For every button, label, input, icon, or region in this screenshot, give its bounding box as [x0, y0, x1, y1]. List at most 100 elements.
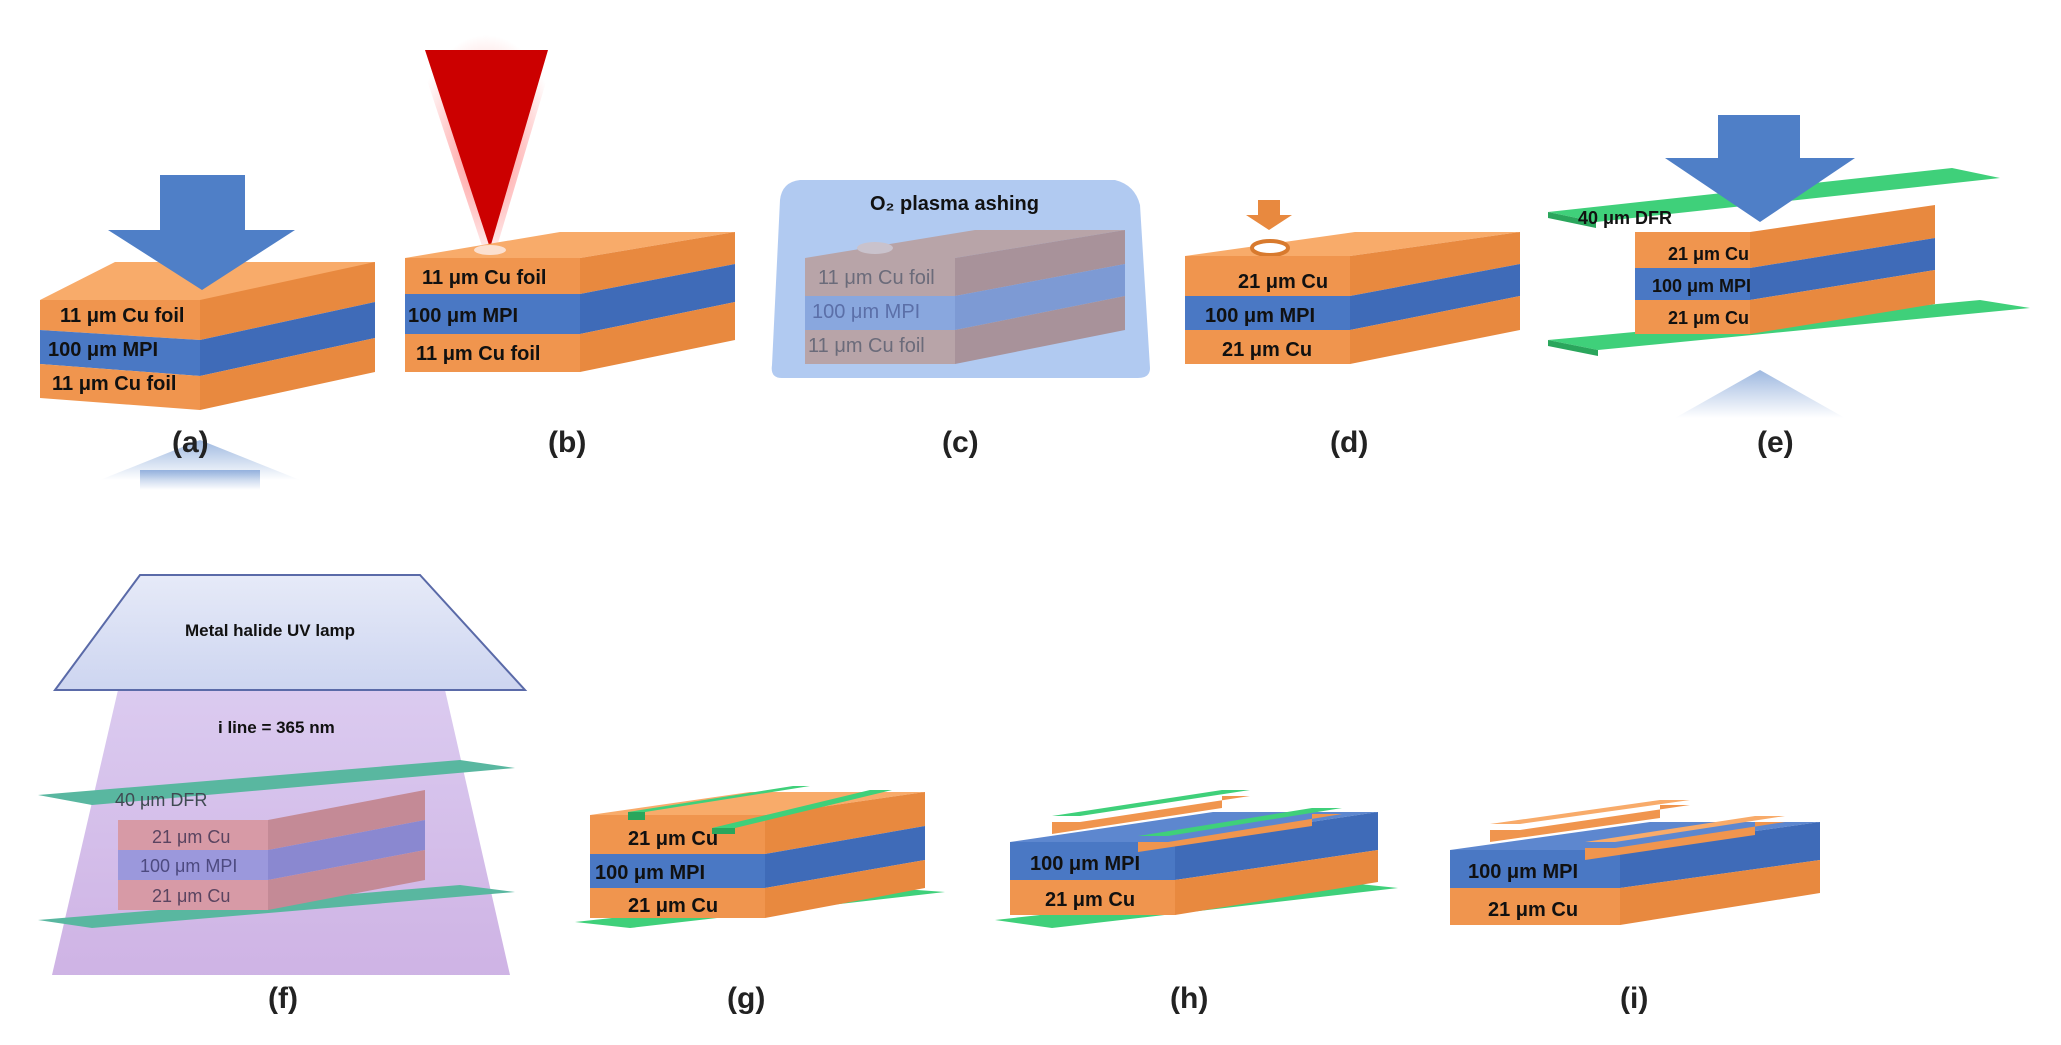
panel-f: Metal halide UV lamp i line = 365 nm 40 … [38, 574, 528, 1015]
cu-line-left [1490, 805, 1690, 842]
stack-right-mpi [200, 302, 375, 376]
plating-arrow [1246, 200, 1292, 230]
layer-top-cu [40, 300, 200, 340]
caption-i: (i) [1620, 982, 1648, 1015]
stack-right-mpi [1750, 238, 1935, 300]
label-mpi: 100 μm MPI [408, 305, 518, 327]
label-bottom-cu: 11 μm Cu foil [416, 343, 540, 365]
dfr-bottom-edge [1548, 340, 1598, 356]
dfr-cap-right [1138, 808, 1342, 836]
chamber-title: O₂ plasma ashing [870, 193, 1039, 215]
layer-top-cu [118, 820, 268, 850]
label-bottom-cu: 21 μm Cu [152, 886, 230, 906]
caption-d: (d) [1330, 426, 1368, 459]
caption-e: (e) [1757, 426, 1794, 459]
wavelength-label: i line = 365 nm [218, 718, 335, 737]
label-bottom-cu: 11 μm Cu foil [808, 335, 925, 357]
layer-bottom-cu [805, 330, 955, 364]
stack-right-mpi [955, 264, 1125, 330]
press-arrow [108, 175, 295, 290]
label-bottom-cu: 21 μm Cu [1222, 339, 1312, 361]
label-top-cu: 11 μm Cu foil [818, 267, 935, 289]
cu-line-right-top [1585, 816, 1785, 842]
laser-beam [425, 50, 548, 248]
lamp-label: Metal halide UV lamp [185, 621, 355, 640]
stack-right-cu1 [1350, 232, 1520, 296]
layer-bottom-cu [1450, 888, 1620, 925]
stack-right-mpi [765, 826, 925, 888]
laser-hole [474, 245, 506, 255]
label-top-cu: 21 μm Cu [1238, 271, 1328, 293]
cu-line-left [1052, 796, 1250, 834]
label-bottom-cu: 21 μm Cu [628, 895, 718, 917]
label-dfr: 40 μm DFR [115, 790, 207, 810]
dfr-top [38, 760, 515, 805]
bottom-arrow-fade [1675, 370, 1845, 418]
bottom-arrow-fade-shaft [140, 470, 260, 490]
dfr-stripe-left-edge [628, 812, 645, 820]
label-top-cu: 21 μm Cu [152, 827, 230, 847]
layer-bottom-cu [405, 334, 580, 372]
dfr-stripe-left [628, 786, 810, 812]
plated-via [1250, 239, 1290, 257]
stack-right-mpi [1175, 812, 1378, 880]
stack-right-cu [1175, 850, 1378, 915]
stack-right-mpi [268, 820, 425, 880]
label-bottom-cu: 21 μm Cu [1668, 308, 1749, 328]
stack-right-cu1 [268, 790, 425, 850]
stack-right-cu2 [1350, 296, 1520, 364]
stack-right-cu2 [955, 296, 1125, 364]
panel-i: 100 μm MPI 21 μm Cu (i) [1450, 800, 1820, 1015]
layer-mpi [118, 850, 268, 880]
via-hole [857, 242, 893, 254]
label-bottom-cu: 21 μm Cu [1045, 889, 1135, 911]
layer-bottom-cu [590, 888, 765, 918]
stack-right-cu1 [1750, 205, 1935, 268]
stack-right-mpi [1350, 264, 1520, 330]
layer-mpi [805, 296, 955, 330]
stack-right-cu2 [268, 850, 425, 910]
layer-bottom-cu [1635, 300, 1750, 334]
layer-bottom-cu [40, 364, 200, 410]
label-top-cu: 11 μm Cu foil [60, 305, 184, 327]
panel-c: O₂ plasma ashing 11 μm Cu foil 100 μm MP… [771, 180, 1150, 459]
label-top-cu: 21 μm Cu [628, 828, 718, 850]
layer-mpi [40, 330, 200, 376]
caption-c: (c) [942, 426, 979, 459]
cu-line-right [1138, 814, 1342, 852]
caption-f: (f) [268, 982, 298, 1015]
laminate-arrow [1665, 115, 1855, 222]
label-mpi: 100 μm MPI [140, 856, 237, 876]
label-bottom-cu: 21 μm Cu [1488, 899, 1578, 921]
label-mpi: 100 μm MPI [48, 339, 158, 361]
label-bottom-cu: 11 μm Cu foil [52, 373, 176, 395]
stack-right-cu2 [765, 860, 925, 918]
label-top-cu: 21 μm Cu [1668, 244, 1749, 264]
cu-line-left-top [1490, 800, 1690, 824]
layer-top-cu [590, 815, 765, 854]
layer-top-cu [1185, 256, 1350, 296]
cu-line-right [1585, 822, 1785, 860]
caption-b: (b) [548, 426, 586, 459]
dfr-top-edge [1548, 212, 1596, 228]
label-mpi: 100 μm MPI [1652, 276, 1751, 296]
layer-mpi [405, 294, 580, 334]
layer-top-cu [805, 258, 955, 296]
label-top-cu: 11 μm Cu foil [422, 267, 546, 289]
stack-right-cu2 [200, 338, 375, 410]
label-mpi: 100 μm MPI [812, 301, 920, 323]
dfr-stripe-right [712, 790, 892, 828]
dfr-cap-left [1052, 790, 1250, 816]
panel-d: 21 μm Cu 100 μm MPI 21 μm Cu (d) [1185, 200, 1520, 459]
layer-top-cu [405, 258, 580, 294]
layer-bottom-cu [118, 880, 268, 910]
uv-lamp [53, 574, 528, 691]
label-mpi: 100 μm MPI [1030, 853, 1140, 875]
panel-a: 11 μm Cu foil 100 μm MPI 11 μm Cu foil (… [40, 175, 375, 490]
panel-h: 100 μm MPI 21 μm Cu (h) [995, 790, 1398, 1015]
stack-right-cu [1620, 860, 1820, 925]
layer-bottom-cu [1185, 330, 1350, 364]
label-mpi: 100 μm MPI [1468, 861, 1578, 883]
